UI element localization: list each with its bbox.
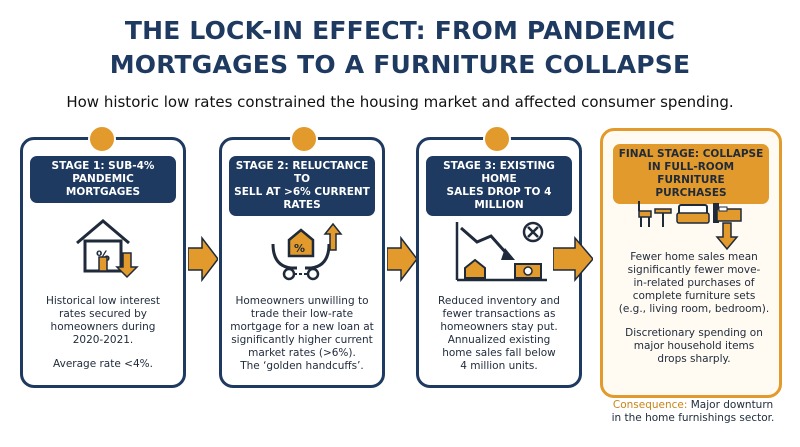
page-title-line-2: MORTGAGES TO A FURNITURE COLLAPSE bbox=[109, 50, 691, 79]
stage-2-card: STAGE 2: RELUCTANCE TO SELL AT >6% CURRE… bbox=[219, 125, 385, 388]
house-percent-down-icon: % bbox=[71, 213, 141, 279]
consequence-text: Major downturn bbox=[687, 399, 774, 411]
consequence-note: Consequence: Major downturn in the home … bbox=[597, 399, 789, 425]
stage-1-description: Historical low interest rates secured by… bbox=[45, 295, 161, 370]
arrow-right-icon bbox=[188, 236, 218, 282]
stage-1-card: STAGE 1: SUB-4% PANDEMIC MORTGAGES % His… bbox=[20, 125, 186, 388]
house-gear-badge-icon bbox=[88, 125, 116, 153]
final-stage-heading: FINAL STAGE: COLLAPSE IN FULL-ROOM FURNI… bbox=[613, 144, 769, 204]
consequence-text-line-2: in the home furnishings sector. bbox=[611, 412, 775, 424]
arrow-right-icon bbox=[387, 236, 417, 282]
chart-badge-icon bbox=[483, 125, 511, 153]
final-stage-card: FINAL STAGE: COLLAPSE IN FULL-ROOM FURNI… bbox=[600, 128, 782, 398]
stage-3-card: STAGE 3: EXISTING HOME SALES DROP TO 4 M… bbox=[416, 125, 582, 388]
page-subtitle: How historic low rates constrained the h… bbox=[66, 93, 734, 111]
svg-text:%: % bbox=[294, 242, 305, 255]
arrow-right-icon bbox=[553, 236, 593, 282]
final-stage-description: Fewer home sales mean significantly fewe… bbox=[618, 251, 770, 365]
stage-2-heading: STAGE 2: RELUCTANCE TO SELL AT >6% CURRE… bbox=[229, 156, 375, 216]
handcuffed-hands-house-icon: % bbox=[267, 220, 343, 282]
stage-1-heading: STAGE 1: SUB-4% PANDEMIC MORTGAGES bbox=[30, 156, 176, 203]
stage-2-description: Homeowners unwilling to trade their low-… bbox=[230, 295, 374, 372]
stage-3-description: Reduced inventory and fewer transactions… bbox=[438, 295, 560, 372]
consequence-label: Consequence: bbox=[612, 399, 688, 411]
furniture-down-icon bbox=[635, 197, 747, 251]
hand-money-badge-icon bbox=[290, 125, 318, 153]
page-title-line-1: THE LOCK-IN EFFECT: FROM PANDEMIC bbox=[124, 16, 676, 45]
stage-3-heading: STAGE 3: EXISTING HOME SALES DROP TO 4 M… bbox=[426, 156, 572, 216]
declining-sales-chart-icon bbox=[451, 218, 551, 286]
